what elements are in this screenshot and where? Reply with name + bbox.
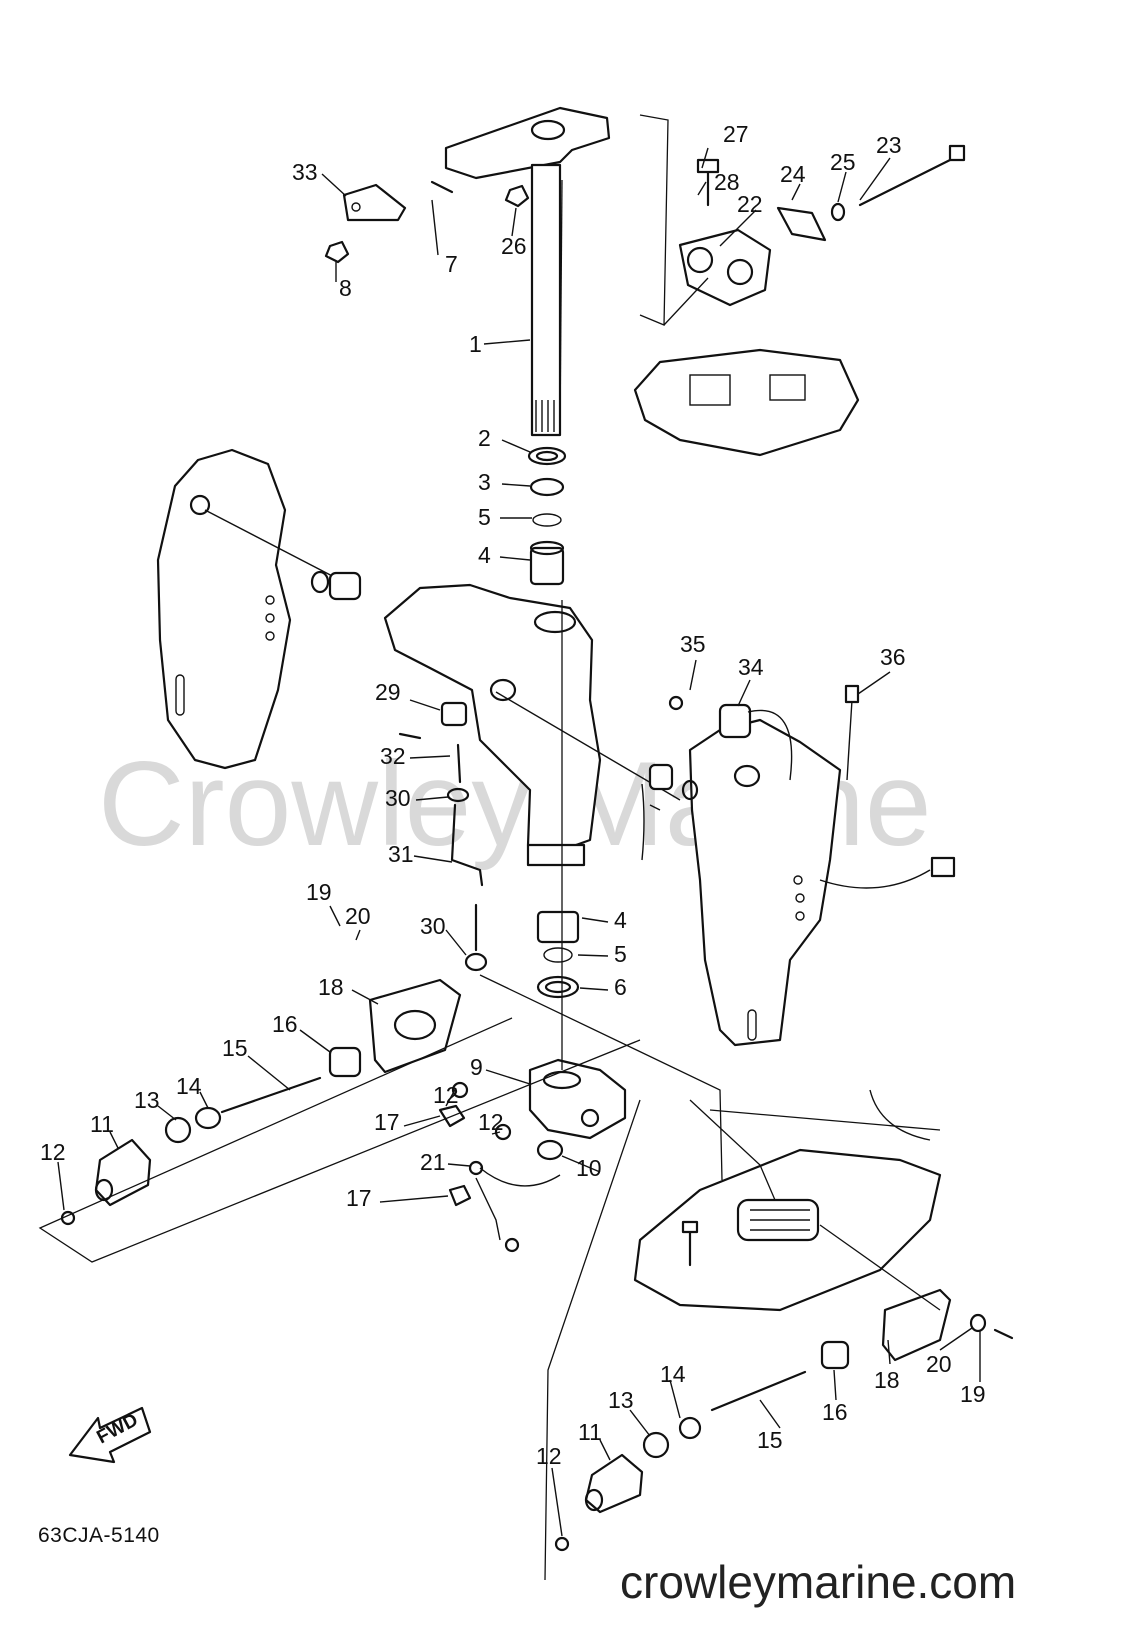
callout-28: 28 (714, 169, 740, 195)
callout-17-upper: 17 (374, 1109, 400, 1135)
part-callouts: 1 2 3 5 4 33 7 8 26 27 28 22 24 25 23 35… (40, 121, 986, 1469)
callout-24: 24 (780, 161, 806, 187)
callout-6: 6 (614, 974, 627, 1000)
callout-27: 27 (723, 121, 749, 147)
callout-22: 22 (737, 191, 763, 217)
callout-23: 23 (876, 132, 902, 158)
callout-1: 1 (469, 331, 482, 357)
ground-wire (468, 1160, 561, 1253)
callout-5-lower: 5 (614, 941, 627, 967)
lower-case (633, 1089, 942, 1312)
left-lower-mount (60, 978, 564, 1226)
steering-shaft (444, 106, 611, 437)
callout-30-lower: 30 (420, 913, 446, 939)
callout-2: 2 (478, 425, 491, 451)
callout-35: 35 (680, 631, 706, 657)
callout-19-right: 19 (960, 1381, 986, 1407)
callout-12-b: 12 (478, 1109, 504, 1135)
callout-17-lower: 17 (346, 1185, 372, 1211)
callout-7: 7 (445, 251, 458, 277)
right-clamp-bracket (648, 718, 956, 1047)
callout-14-right: 14 (660, 1361, 686, 1387)
callout-15-left: 15 (222, 1035, 248, 1061)
callout-12-a: 12 (433, 1082, 459, 1108)
callout-19-left: 19 (306, 879, 332, 905)
callout-25: 25 (830, 149, 856, 175)
lower-bushings (536, 910, 580, 999)
callout-18-left: 18 (318, 974, 344, 1000)
callout-36: 36 (880, 644, 906, 670)
callout-30-upper: 30 (385, 785, 411, 811)
callout-33: 33 (292, 159, 318, 185)
callout-32: 32 (380, 743, 406, 769)
callout-12-left: 12 (40, 1139, 66, 1165)
bracket-33 (324, 180, 530, 264)
callout-13-right: 13 (608, 1387, 634, 1413)
lower-mount-housing (528, 1058, 627, 1140)
callout-12-right: 12 (536, 1443, 562, 1469)
bottom-cowling (633, 144, 966, 457)
callout-leaders (57, 147, 981, 1537)
callout-26: 26 (501, 233, 527, 259)
callout-18-right: 18 (874, 1367, 900, 1393)
callout-20-left: 20 (345, 903, 371, 929)
callout-8: 8 (339, 275, 352, 301)
callout-4-lower: 4 (614, 907, 627, 933)
callout-34: 34 (738, 654, 764, 680)
left-clamp-bracket (156, 448, 362, 770)
callout-11-right: 11 (578, 1419, 602, 1445)
callout-11-left: 11 (90, 1111, 114, 1137)
callout-5: 5 (478, 504, 491, 530)
diagram-code: 63CJA-5140 (38, 1524, 160, 1547)
callout-21: 21 (420, 1149, 446, 1175)
upper-bushings (527, 446, 567, 586)
callout-15-right: 15 (757, 1427, 783, 1453)
fwd-arrow-icon: FWD (68, 1406, 152, 1464)
callout-3: 3 (478, 469, 491, 495)
callout-16-left: 16 (272, 1011, 298, 1037)
site-url: crowleymarine.com (620, 1556, 1017, 1608)
callout-16-right: 16 (822, 1399, 848, 1425)
callout-9: 9 (470, 1054, 483, 1080)
callout-4: 4 (478, 542, 491, 568)
right-lower-mount (554, 1288, 1014, 1552)
trim-sensor (668, 684, 860, 781)
grease-fittings (398, 701, 661, 972)
callout-29: 29 (375, 679, 401, 705)
callout-20-right: 20 (926, 1351, 952, 1377)
swivel-bracket (383, 583, 681, 867)
callout-13-left: 13 (134, 1087, 160, 1113)
reference-lines (38, 114, 941, 1581)
callout-31: 31 (388, 841, 414, 867)
callout-14-left: 14 (176, 1073, 202, 1099)
